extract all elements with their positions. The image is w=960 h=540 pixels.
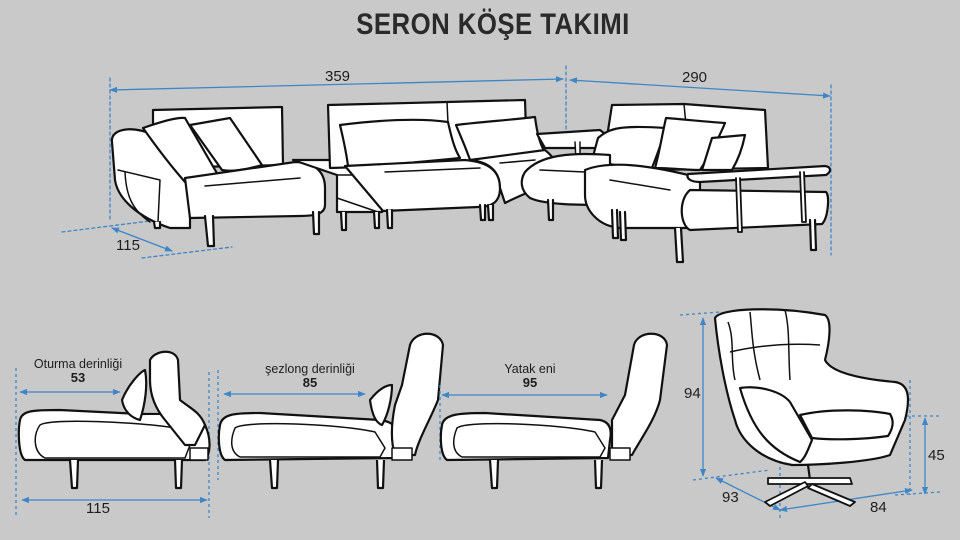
dim-armchair-width: 84 (870, 499, 887, 516)
caption-value: 53 (70, 370, 86, 385)
caption-label: Yatak eni (504, 362, 556, 376)
dim-left-width: 359 (325, 68, 351, 85)
corner-sofa-drawing (61, 65, 832, 264)
caption-bed-width: Yatak eni 95 (470, 362, 590, 390)
caption-seat-depth: Oturma derinliği 53 (18, 357, 138, 385)
caption-chaise-depth: şezlong derinliği 85 (240, 362, 380, 390)
dim-armchair-height: 94 (684, 385, 701, 402)
armchair-drawing (679, 308, 941, 520)
side-view-seat-depth (15, 350, 211, 518)
dim-right-width: 290 (682, 69, 708, 86)
dim-overall-depth: 115 (86, 500, 110, 517)
caption-label: Oturma derinliği (33, 357, 123, 371)
dim-armchair-depth: 93 (722, 489, 739, 506)
side-view-bed-width (439, 332, 669, 490)
dim-armchair-seat-height: 45 (928, 447, 945, 464)
caption-label: şezlong derinliği (265, 362, 355, 376)
caption-value: 85 (302, 375, 318, 390)
page-title: SERON KÖŞE TAKIMI (356, 8, 630, 41)
side-view-chaise-depth (217, 332, 445, 490)
dim-depth: 115 (116, 237, 140, 254)
caption-value: 95 (522, 375, 538, 390)
